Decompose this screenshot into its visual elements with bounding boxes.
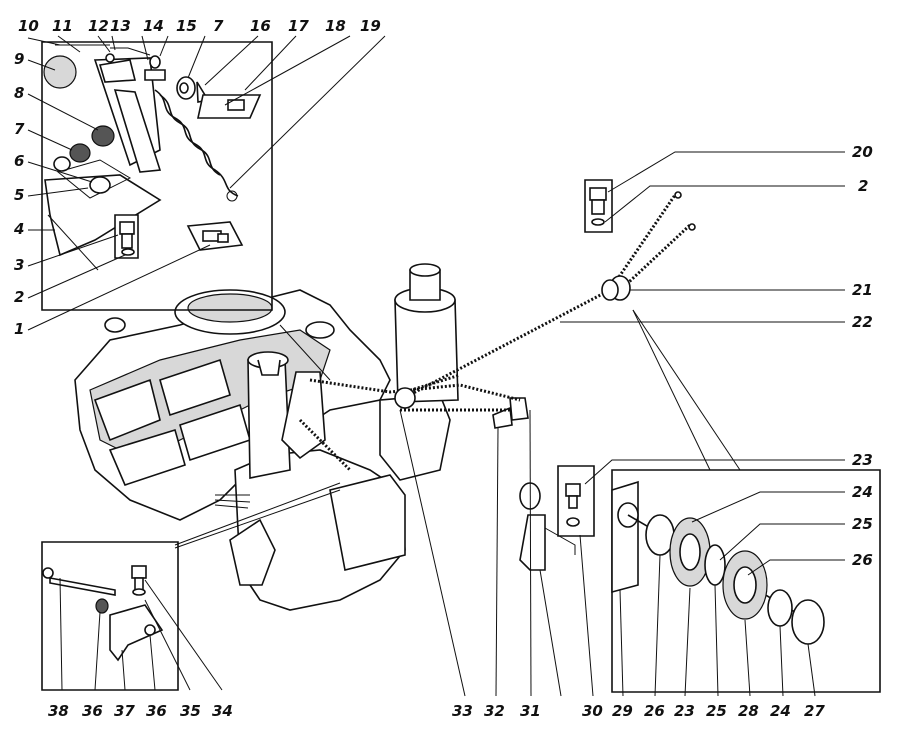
ring-24	[767, 589, 793, 627]
pulley-9	[43, 55, 77, 89]
callout-9: 9	[14, 50, 24, 68]
callout-38: 38	[48, 702, 69, 720]
callout-labels: 10 11 12 13 14 15 7 16 17 18 19 9 8 7 6 …	[13, 17, 873, 720]
rod-38	[49, 577, 116, 596]
detail-lever-31	[519, 465, 595, 571]
bracket-plate	[44, 174, 162, 257]
cap-27	[791, 599, 825, 645]
callout-27: 27	[804, 702, 825, 720]
callout-37: 37	[114, 702, 135, 720]
callout-25-bottom: 25	[706, 702, 727, 720]
lever-31	[519, 514, 546, 571]
callout-8: 8	[14, 84, 24, 102]
callout-6: 6	[14, 152, 24, 170]
detail-panel-bottom-left	[41, 482, 341, 691]
callout-2-left: 2	[14, 288, 24, 306]
callout-20: 20	[852, 143, 873, 161]
callout-19: 19	[360, 17, 381, 35]
throttle-lever-assy	[281, 371, 326, 460]
detail-panel-bottom-right	[611, 309, 881, 693]
callout-35: 35	[180, 702, 201, 720]
callout-31: 31	[520, 702, 541, 720]
callout-36-a: 36	[82, 702, 103, 720]
callout-2-right: 2	[858, 177, 868, 195]
callout-1: 1	[14, 320, 24, 338]
callout-28: 28	[738, 702, 759, 720]
callout-14: 14	[143, 17, 164, 35]
intake-tube	[247, 359, 291, 479]
callout-5: 5	[14, 186, 24, 204]
callout-15: 15	[176, 17, 197, 35]
callout-12: 12	[88, 17, 109, 35]
callout-11: 11	[52, 17, 73, 35]
callout-7-top: 7	[213, 17, 224, 35]
callout-16: 16	[250, 17, 271, 35]
callout-7-left: 7	[14, 120, 25, 138]
callout-34: 34	[212, 702, 233, 720]
cables	[309, 191, 696, 412]
washer-7	[69, 143, 91, 163]
lever-arm	[113, 89, 162, 173]
bracket-37	[109, 604, 164, 662]
engine-mount	[229, 518, 276, 586]
detail-box-fastener	[584, 179, 613, 233]
callout-23: 23	[852, 451, 873, 469]
callout-25-right: 25	[852, 515, 873, 533]
callout-24-right: 24	[852, 483, 873, 501]
callout-17: 17	[288, 17, 309, 35]
callout-29: 29	[612, 702, 633, 720]
spacer-25	[704, 544, 726, 586]
callout-36-b: 36	[146, 702, 167, 720]
callout-22: 22	[852, 313, 873, 331]
callout-18: 18	[325, 17, 346, 35]
callout-33: 33	[452, 702, 473, 720]
callout-21: 21	[852, 281, 873, 299]
callout-32: 32	[484, 702, 505, 720]
mounting-plate-29	[611, 480, 639, 594]
callout-3: 3	[14, 256, 24, 274]
callout-26-right: 26	[852, 551, 873, 569]
engine-block	[74, 263, 529, 611]
callout-10: 10	[18, 17, 39, 35]
clip-5	[89, 176, 111, 194]
callout-24-bottom: 24	[770, 702, 791, 720]
detail-panel-top-left	[41, 41, 331, 381]
callout-26-bottom: 26	[644, 702, 665, 720]
leader-lines	[27, 35, 845, 697]
spring-19	[154, 89, 239, 197]
callout-13: 13	[110, 17, 131, 35]
cable-pulley	[394, 387, 416, 409]
callout-30: 30	[582, 702, 603, 720]
callout-4: 4	[13, 220, 24, 238]
callout-23-bottom: 23	[674, 702, 695, 720]
bushing-8	[91, 125, 115, 147]
